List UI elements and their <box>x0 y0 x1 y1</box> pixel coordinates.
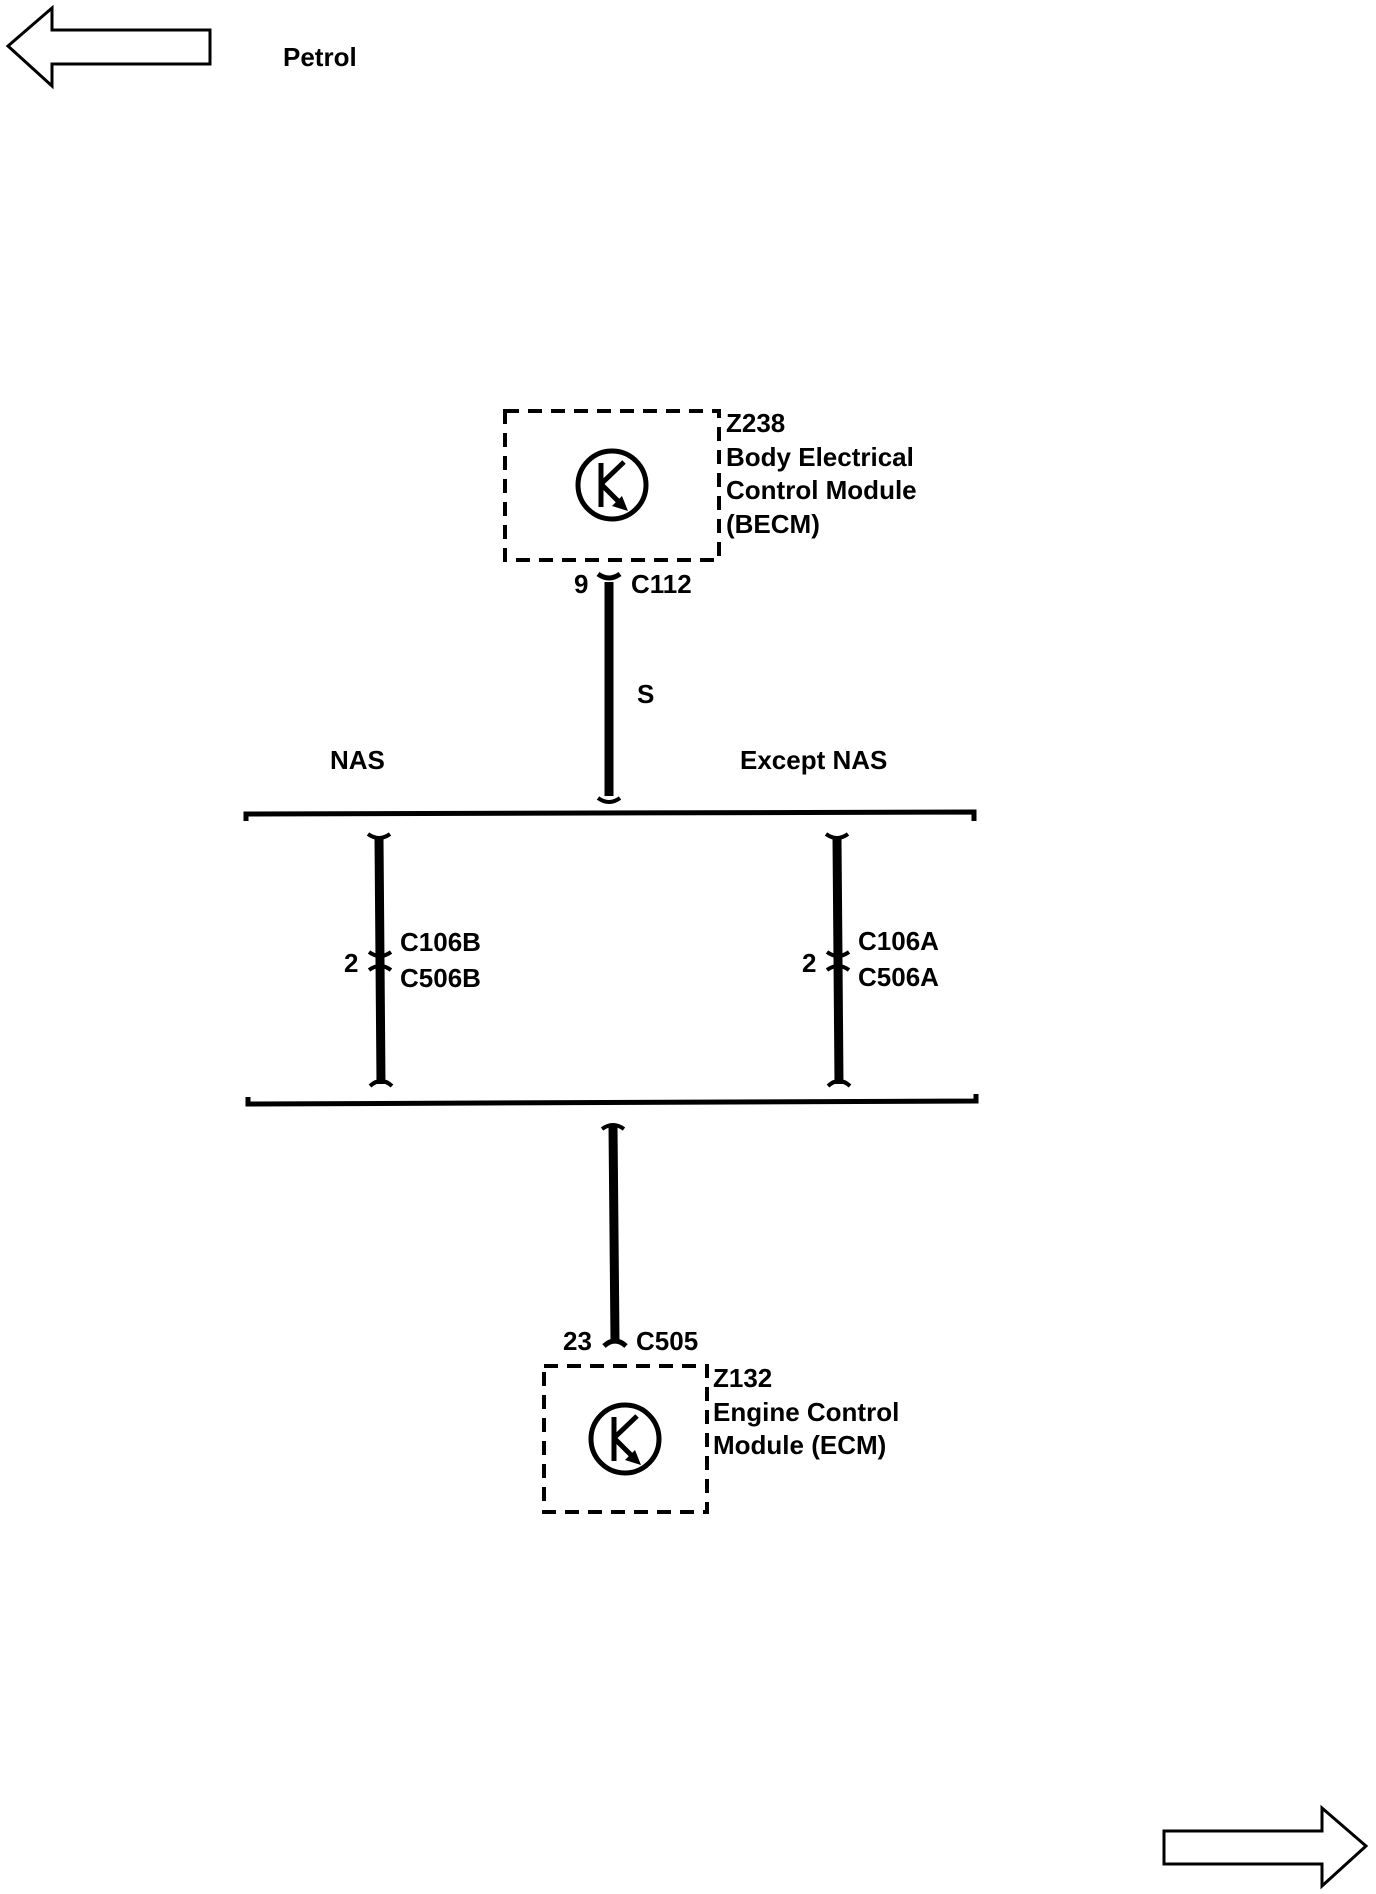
transistor-icon <box>588 1402 662 1476</box>
ecm-module-name-line1: Engine Control <box>713 1397 899 1427</box>
nas-branch-bottom-terminal <box>368 1079 394 1088</box>
ecm-connector-terminal <box>602 1338 628 1348</box>
except-nas-connector-label-1: C106A <box>858 926 939 956</box>
becm-pin-number: 9 <box>574 569 588 599</box>
next-page-button[interactable] <box>1162 1804 1369 1890</box>
ecm-module-outline <box>542 1364 709 1514</box>
lower-splice-bar <box>245 1094 979 1107</box>
nas-branch-top-terminal <box>366 832 392 840</box>
except-nas-pin-number: 2 <box>802 948 816 978</box>
wire-lower <box>608 1125 620 1342</box>
becm-module-name-line1: Body Electrical <box>726 442 914 472</box>
except-nas-branch: 2 C106A C506A <box>802 832 939 1088</box>
except-nas-branch-wire <box>832 837 844 1085</box>
nas-connector-label-1: C106B <box>400 927 481 957</box>
nas-inline-connector <box>367 950 393 972</box>
nas-connector-label-2: C506B <box>400 963 481 993</box>
variant-label-nas: NAS <box>330 745 385 775</box>
except-nas-inline-connector <box>825 950 851 972</box>
ecm-module-name-line2: Module (ECM) <box>713 1430 886 1460</box>
becm-module: Z238 Body Electrical Control Module (BEC… <box>503 408 917 562</box>
becm-module-name-line2: Control Module <box>726 475 917 505</box>
nas-branch-wire <box>374 837 386 1085</box>
variant-label-except-nas: Except NAS <box>740 745 887 775</box>
ecm-module-id: Z132 <box>713 1363 772 1393</box>
becm-module-name-line3: (BECM) <box>726 509 820 539</box>
left-arrow-icon <box>5 4 212 90</box>
right-arrow-icon <box>1162 1804 1369 1890</box>
ecm-connector-label: C505 <box>636 1326 698 1356</box>
except-nas-branch-top-terminal <box>824 832 850 840</box>
becm-module-outline <box>503 409 721 562</box>
transistor-icon <box>575 448 649 522</box>
wire-lower-break <box>600 1123 626 1131</box>
wire-s-upper-break <box>596 796 622 804</box>
upper-splice-bar <box>243 809 977 821</box>
nas-branch: 2 C106B C506B <box>344 832 481 1088</box>
section-label: Petrol <box>283 42 357 72</box>
becm-connector-label: C112 <box>631 569 692 599</box>
wire-color-code: S <box>637 679 654 709</box>
becm-module-id: Z238 <box>726 408 785 438</box>
ecm-module: Z132 Engine Control Module (ECM) <box>542 1363 899 1514</box>
except-nas-connector-label-2: C506A <box>858 962 939 992</box>
previous-page-button[interactable] <box>5 4 212 90</box>
becm-connector-terminal <box>596 571 622 581</box>
nas-pin-number: 2 <box>344 948 358 978</box>
ecm-pin-number: 23 <box>563 1326 592 1356</box>
except-nas-branch-bottom-terminal <box>826 1079 852 1088</box>
